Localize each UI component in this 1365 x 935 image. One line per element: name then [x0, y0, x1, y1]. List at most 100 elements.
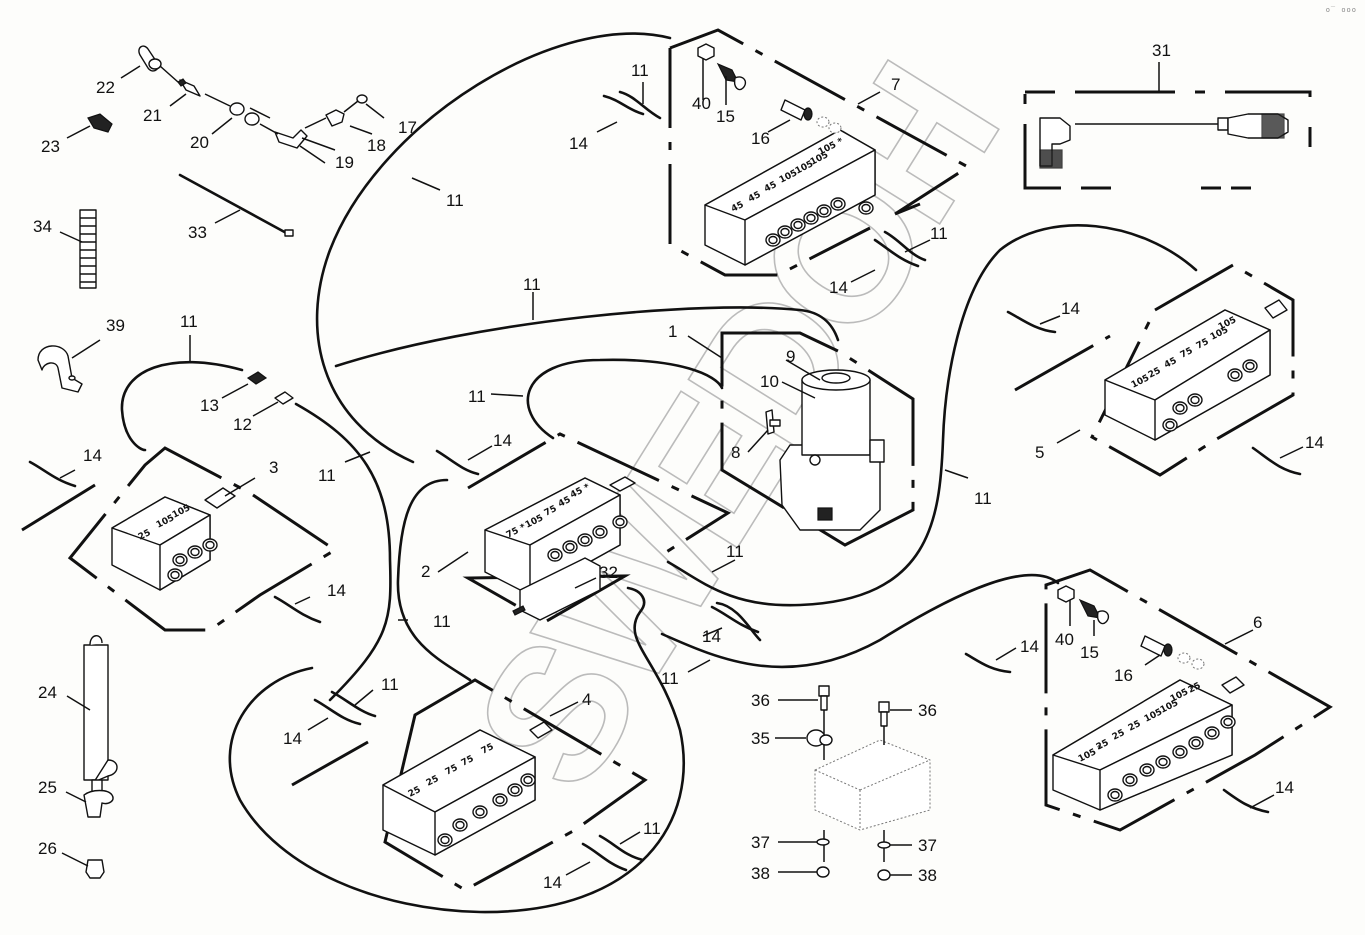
distributor-4[interactable]: 25 25 75 75 75 — [382, 721, 553, 856]
callout-5[interactable]: 5 — [1035, 443, 1044, 462]
callout-14[interactable]: 14 — [83, 446, 102, 465]
filler-nipple-22[interactable] — [138, 45, 162, 72]
callout-26[interactable]: 26 — [38, 839, 57, 858]
callout-17[interactable]: 17 — [398, 118, 417, 137]
reservoir-10[interactable] — [801, 379, 871, 456]
callout-1[interactable]: 1 — [668, 322, 677, 341]
spiral-protector-34[interactable] — [79, 209, 97, 289]
callout-14[interactable]: 14 — [702, 627, 721, 646]
callout-16[interactable]: 16 — [1114, 666, 1133, 685]
washer-37-right[interactable] — [877, 841, 891, 849]
callout-11[interactable]: 11 — [523, 275, 541, 294]
connection-cable-31[interactable] — [1039, 113, 1289, 169]
callout-34[interactable]: 34 — [33, 217, 52, 236]
callout-11[interactable]: 11 — [433, 612, 451, 631]
nipple-12[interactable] — [274, 391, 294, 405]
cable-tie-33[interactable] — [178, 173, 294, 237]
grease-gun-24[interactable] — [83, 635, 118, 793]
callout-39[interactable]: 39 — [106, 316, 125, 335]
callout-40[interactable]: 40 — [692, 94, 711, 113]
callout-36[interactable]: 36 — [751, 691, 770, 710]
callout-14[interactable]: 14 — [1061, 299, 1080, 318]
plug-23[interactable] — [87, 113, 113, 133]
distributor-7[interactable]: 45 45 45 105 105 105 105 * — [704, 129, 876, 266]
callout-11[interactable]: 11 — [930, 224, 948, 243]
callout-24[interactable]: 24 — [38, 683, 57, 702]
callout-11[interactable]: 11 — [974, 489, 992, 508]
seal-ring-17[interactable] — [356, 94, 368, 104]
callout-11[interactable]: 11 — [446, 191, 464, 210]
power-switch[interactable] — [817, 507, 833, 521]
elbow-19[interactable] — [274, 129, 308, 149]
pump-assembly[interactable] — [779, 369, 885, 531]
callout-14[interactable]: 14 — [283, 729, 302, 748]
distributor-6[interactable]: 105 * 25 25 25 105 105 105 * 25 — [1052, 676, 1245, 811]
callout-37[interactable]: 37 — [918, 836, 937, 855]
callout-31[interactable]: 31 — [1152, 41, 1171, 60]
callout-11[interactable]: 11 — [318, 466, 336, 485]
callout-10[interactable]: 10 — [760, 372, 779, 391]
plug-15-top[interactable] — [716, 62, 747, 91]
nut-38-right[interactable] — [877, 869, 891, 881]
distributor-5[interactable]: 105 25 45 75 75 105 105 — [1104, 299, 1288, 441]
callout-11[interactable]: 11 — [468, 387, 486, 406]
callout-25[interactable]: 25 — [38, 778, 57, 797]
callout-35[interactable]: 35 — [751, 729, 770, 748]
fitting-40-right[interactable] — [1057, 585, 1075, 603]
adapter-18[interactable] — [325, 109, 345, 127]
nipple-16-top[interactable] — [780, 99, 813, 121]
callout-11[interactable]: 11 — [631, 61, 649, 80]
nipple-16-right[interactable] — [1140, 635, 1173, 657]
callout-36[interactable]: 36 — [918, 701, 937, 720]
callout-22[interactable]: 22 — [96, 78, 115, 97]
plug-15-right[interactable] — [1078, 598, 1110, 625]
callout-2[interactable]: 2 — [421, 562, 430, 581]
clamp-35[interactable] — [806, 729, 833, 747]
callout-18[interactable]: 18 — [367, 136, 386, 155]
callout-38[interactable]: 38 — [918, 866, 937, 885]
callout-4[interactable]: 4 — [582, 690, 591, 709]
callout-37[interactable]: 37 — [751, 833, 770, 852]
sleeve-13[interactable] — [246, 371, 268, 385]
callout-15[interactable]: 15 — [1080, 643, 1099, 662]
callout-3[interactable]: 3 — [269, 458, 278, 477]
fitting-8[interactable] — [765, 409, 781, 435]
callout-21[interactable]: 21 — [143, 106, 162, 125]
callout-8[interactable]: 8 — [731, 443, 740, 462]
callout-6[interactable]: 6 — [1253, 613, 1262, 632]
screw-36-left[interactable] — [818, 685, 830, 711]
callout-14[interactable]: 14 — [493, 431, 512, 450]
washer-37-left[interactable] — [816, 838, 830, 846]
callout-20[interactable]: 20 — [190, 133, 209, 152]
fitting-40-top[interactable] — [697, 43, 715, 61]
plug-26[interactable] — [85, 859, 105, 879]
callout-7[interactable]: 7 — [891, 75, 900, 94]
callout-11[interactable]: 11 — [180, 312, 198, 331]
callout-11[interactable]: 11 — [726, 542, 744, 561]
callout-14[interactable]: 14 — [1305, 433, 1324, 452]
filler-nipple-25[interactable] — [83, 789, 114, 818]
callout-32[interactable]: 32 — [599, 563, 618, 582]
callout-11[interactable]: 11 — [381, 675, 399, 694]
callout-11[interactable]: 11 — [643, 819, 661, 838]
adapter-21[interactable] — [177, 78, 201, 97]
callout-15[interactable]: 15 — [716, 107, 735, 126]
nut-38-left[interactable] — [816, 866, 830, 878]
connector-20[interactable] — [229, 102, 260, 126]
callout-14[interactable]: 14 — [543, 873, 562, 892]
screw-36-right[interactable] — [878, 701, 890, 727]
callout-19[interactable]: 19 — [335, 153, 354, 172]
callout-38[interactable]: 38 — [751, 864, 770, 883]
callout-14[interactable]: 14 — [569, 134, 588, 153]
callout-14[interactable]: 14 — [829, 278, 848, 297]
callout-14[interactable]: 14 — [327, 581, 346, 600]
distributor-3[interactable]: 25 105 105 — [111, 487, 236, 591]
distributor-2[interactable]: 75 * 105 75 45 45 * — [484, 476, 636, 621]
callout-11[interactable]: 11 — [661, 669, 679, 688]
callout-16[interactable]: 16 — [751, 129, 770, 148]
hose-clamp-39[interactable] — [37, 345, 83, 393]
callout-9[interactable]: 9 — [786, 347, 795, 366]
callout-12[interactable]: 12 — [233, 415, 252, 434]
callout-14[interactable]: 14 — [1020, 637, 1039, 656]
callout-33[interactable]: 33 — [188, 223, 207, 242]
